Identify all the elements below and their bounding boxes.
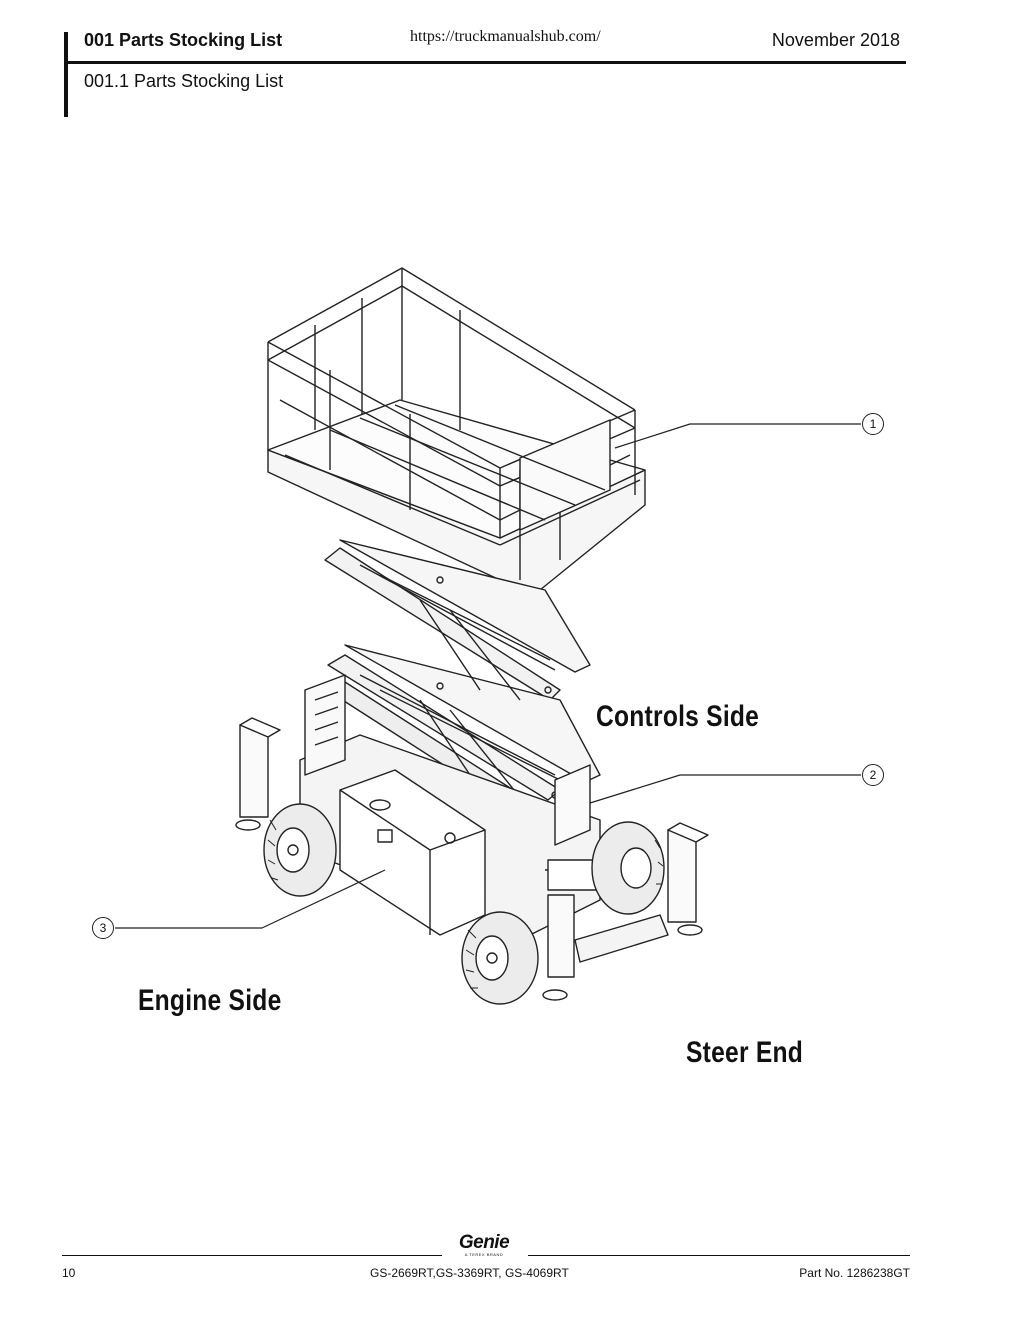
document-date: November 2018 — [771, 30, 900, 50]
steer-end-label: Steer End — [686, 1036, 804, 1069]
callout-2: 2 — [862, 764, 884, 786]
header-rule — [64, 61, 906, 64]
footer-rule-left — [62, 1255, 442, 1256]
genie-logo: Genie A TEREX BRAND — [444, 1232, 524, 1257]
source-url[interactable]: https://truckmanualshub.com/ — [410, 28, 601, 45]
section-subtitle: 001.1 Parts Stocking List — [84, 71, 284, 91]
part-number: Part No. 1286238GT — [799, 1266, 910, 1280]
model-numbers: GS-2669RT,GS-3369RT, GS-4069RT — [370, 1266, 569, 1280]
callout-1: 1 — [862, 413, 884, 435]
logo-wordmark: Genie — [458, 1232, 510, 1253]
engine-side-label: Engine Side — [138, 984, 282, 1017]
callout-leaders — [115, 423, 861, 929]
platform-deck — [267, 267, 646, 591]
wheels — [263, 803, 665, 1005]
section-title: 001 Parts Stocking List — [84, 30, 283, 50]
controls-side-label: Controls Side — [596, 700, 760, 733]
chassis — [235, 674, 709, 1001]
footer-rule-right — [528, 1255, 910, 1256]
page-number: 10 — [62, 1266, 76, 1280]
logo-tagline: A TEREX BRAND — [464, 1252, 504, 1257]
callout-3: 3 — [92, 917, 114, 939]
header-bar — [64, 32, 68, 117]
